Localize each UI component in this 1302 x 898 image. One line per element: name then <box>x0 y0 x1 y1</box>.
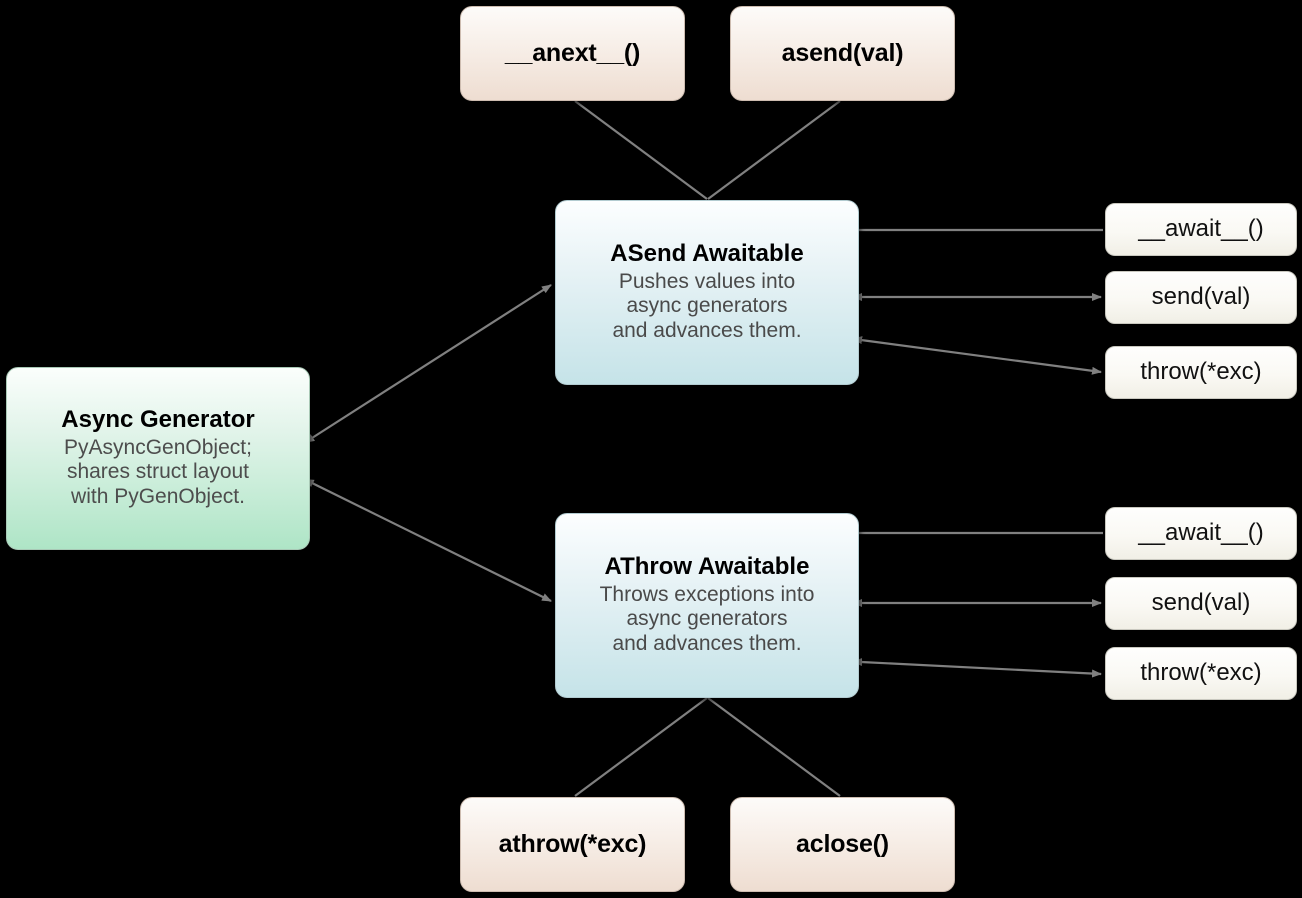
edge-asend-to-asend-awaitable <box>707 100 841 200</box>
node-asend-member-await-label: __await__() <box>1138 215 1264 243</box>
node-anext[interactable]: __anext__() <box>460 6 685 101</box>
edge-generator-to-athrow-awaitable <box>303 479 552 602</box>
node-asend-member-throw-label: throw(*exc) <box>1140 358 1262 386</box>
edge-athrow-to-athrow-awaitable <box>574 697 708 797</box>
node-asend-awaitable-title: ASend Awaitable <box>610 240 804 268</box>
node-asend-member-send[interactable]: send(val) <box>1105 271 1297 324</box>
node-athrow-member-send[interactable]: send(val) <box>1105 577 1297 630</box>
node-athrow[interactable]: athrow(*exc) <box>460 797 685 892</box>
node-asend-member-await[interactable]: __await__() <box>1105 203 1297 256</box>
node-athrow-member-await[interactable]: __await__() <box>1105 507 1297 560</box>
node-athrow-awaitable-title: AThrow Awaitable <box>604 553 810 581</box>
node-athrow-awaitable-subtitle: Throws exceptions into async generators … <box>599 582 815 656</box>
edge-anext-to-asend-awaitable <box>574 100 708 200</box>
edge-athrow-throw <box>852 658 1102 678</box>
node-asend-member-throw[interactable]: throw(*exc) <box>1105 346 1297 399</box>
node-asend-awaitable[interactable]: ASend Awaitable Pushes values into async… <box>555 200 859 385</box>
node-asend-awaitable-subtitle: Pushes values into async generators and … <box>612 269 802 343</box>
node-async-generator-title: Async Generator <box>61 406 255 434</box>
node-athrow-member-throw[interactable]: throw(*exc) <box>1105 647 1297 700</box>
node-async-generator-subtitle: PyAsyncGenObject; shares struct layout w… <box>64 435 252 509</box>
edge-aclose-to-athrow-awaitable <box>707 697 841 797</box>
node-athrow-awaitable[interactable]: AThrow Awaitable Throws exceptions into … <box>555 513 859 698</box>
node-athrow-label: athrow(*exc) <box>498 829 647 858</box>
edge-generator-to-asend-awaitable <box>304 284 552 443</box>
node-aclose[interactable]: aclose() <box>730 797 955 892</box>
node-asend[interactable]: asend(val) <box>730 6 955 101</box>
edge-asend-throw <box>852 336 1102 375</box>
node-athrow-member-send-label: send(val) <box>1151 589 1251 617</box>
node-async-generator[interactable]: Async Generator PyAsyncGenObject; shares… <box>6 367 310 550</box>
node-aclose-label: aclose() <box>796 829 889 858</box>
node-asend-label: asend(val) <box>781 38 904 67</box>
node-athrow-member-throw-label: throw(*exc) <box>1140 659 1262 687</box>
node-athrow-member-await-label: __await__() <box>1138 519 1264 547</box>
node-anext-label: __anext__() <box>504 38 641 67</box>
node-asend-member-send-label: send(val) <box>1151 283 1251 311</box>
